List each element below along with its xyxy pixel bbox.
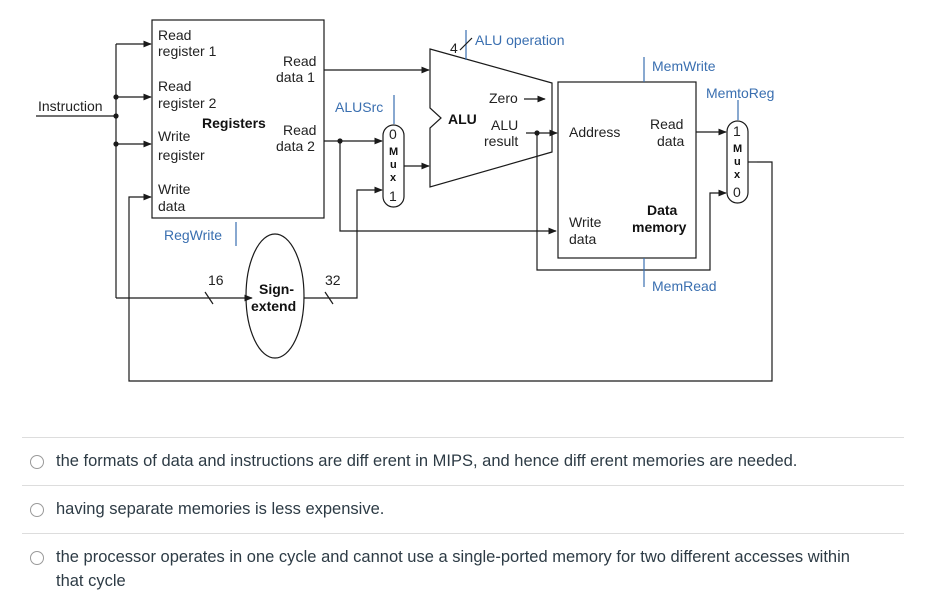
alu-result-label-2: result bbox=[484, 133, 518, 149]
write-data-label: Write bbox=[158, 181, 191, 197]
read-data-2-label: Read bbox=[283, 122, 316, 138]
answer-options: the formats of data and instructions are… bbox=[22, 437, 904, 598]
mem-read-data-label-2: data bbox=[657, 133, 684, 149]
read-data-1-label-2: data 1 bbox=[276, 69, 315, 85]
sign-extend-label: Sign- bbox=[259, 281, 294, 297]
width-32-label: 32 bbox=[325, 272, 341, 288]
sign-in-width-slash bbox=[204, 291, 214, 305]
address-label: Address bbox=[569, 124, 620, 140]
registers-label: Registers bbox=[202, 115, 266, 131]
alusrc-mux-u: u bbox=[390, 159, 397, 171]
data-memory bbox=[557, 81, 697, 259]
alusrc-label: ALUSrc bbox=[335, 99, 383, 115]
mem-write-data-label: Write bbox=[569, 214, 602, 230]
alu-result-wire bbox=[526, 129, 727, 271]
zero-label: Zero bbox=[489, 90, 518, 106]
write-register-label-2: register bbox=[158, 147, 205, 163]
alu-result-label: ALU bbox=[491, 117, 518, 133]
memtoreg-mux-x: x bbox=[734, 169, 741, 181]
read-data-2-label-2: data 2 bbox=[276, 138, 315, 154]
read-register-1-label-2: register 1 bbox=[158, 43, 217, 59]
memtoreg-mux-m: M bbox=[733, 143, 742, 155]
alu-operation-label: ALU operation bbox=[475, 32, 565, 48]
read-data-1-label: Read bbox=[283, 53, 316, 69]
regwrite-label: RegWrite bbox=[164, 227, 222, 243]
radio-button[interactable] bbox=[30, 551, 44, 565]
answer-option-label-cont: that cycle bbox=[56, 572, 126, 590]
read-register-2-label: Read bbox=[158, 78, 191, 94]
radio-button[interactable] bbox=[30, 503, 44, 517]
alu-op-width-label: 4 bbox=[450, 40, 458, 56]
write-data-label-2: data bbox=[158, 198, 185, 214]
memwrite-label: MemWrite bbox=[652, 58, 716, 74]
mem-write-data-label-2: data bbox=[569, 231, 596, 247]
answer-option-label: the processor operates in one cycle and … bbox=[56, 548, 850, 566]
read-register-1-label: Read bbox=[158, 27, 191, 43]
instruction-bus bbox=[36, 40, 253, 302]
memtoreg-mux-bottom: 0 bbox=[733, 184, 741, 200]
writeback-path bbox=[128, 161, 773, 382]
memtoreg-mux-top: 1 bbox=[733, 123, 741, 139]
sign-extend-wire bbox=[304, 186, 383, 299]
memtoreg-mux-u: u bbox=[734, 156, 741, 168]
register-file bbox=[151, 19, 325, 219]
sign-out-width-slash bbox=[324, 291, 334, 305]
memtoreg-label: MemtoReg bbox=[706, 85, 774, 101]
alu-label: ALU bbox=[448, 111, 477, 127]
answer-option-label: the formats of data and instructions are… bbox=[56, 452, 798, 470]
sign-extend-label-2: extend bbox=[251, 298, 296, 314]
answer-option-2[interactable]: having separate memories is less expensi… bbox=[22, 485, 904, 533]
write-register-label: Write bbox=[158, 128, 191, 144]
alu-op-width-slash bbox=[459, 37, 473, 51]
alusrc-mux-x: x bbox=[390, 172, 397, 184]
memread-label: MemRead bbox=[652, 278, 717, 294]
width-16-label: 16 bbox=[208, 272, 224, 288]
answer-option-1[interactable]: the formats of data and instructions are… bbox=[22, 437, 904, 485]
answer-option-label: having separate memories is less expensi… bbox=[56, 500, 385, 518]
data-memory-label: Data bbox=[647, 202, 678, 218]
instruction-label: Instruction bbox=[38, 98, 103, 114]
read-register-2-label-2: register 2 bbox=[158, 95, 217, 111]
data-memory-label-2: memory bbox=[632, 219, 687, 235]
datapath-diagram: Instruction Read register 1 Read registe… bbox=[36, 19, 774, 382]
alusrc-mux-bottom: 1 bbox=[389, 188, 397, 204]
mem-read-data-label: Read bbox=[650, 116, 683, 132]
alusrc-mux-m: M bbox=[389, 146, 398, 158]
radio-button[interactable] bbox=[30, 455, 44, 469]
control-lines bbox=[235, 30, 739, 287]
alusrc-mux-top: 0 bbox=[389, 126, 397, 142]
answer-option-3[interactable]: the processor operates in one cycle and … bbox=[22, 533, 904, 598]
read-data-2-wire bbox=[324, 137, 557, 235]
alu-unit bbox=[429, 48, 553, 188]
